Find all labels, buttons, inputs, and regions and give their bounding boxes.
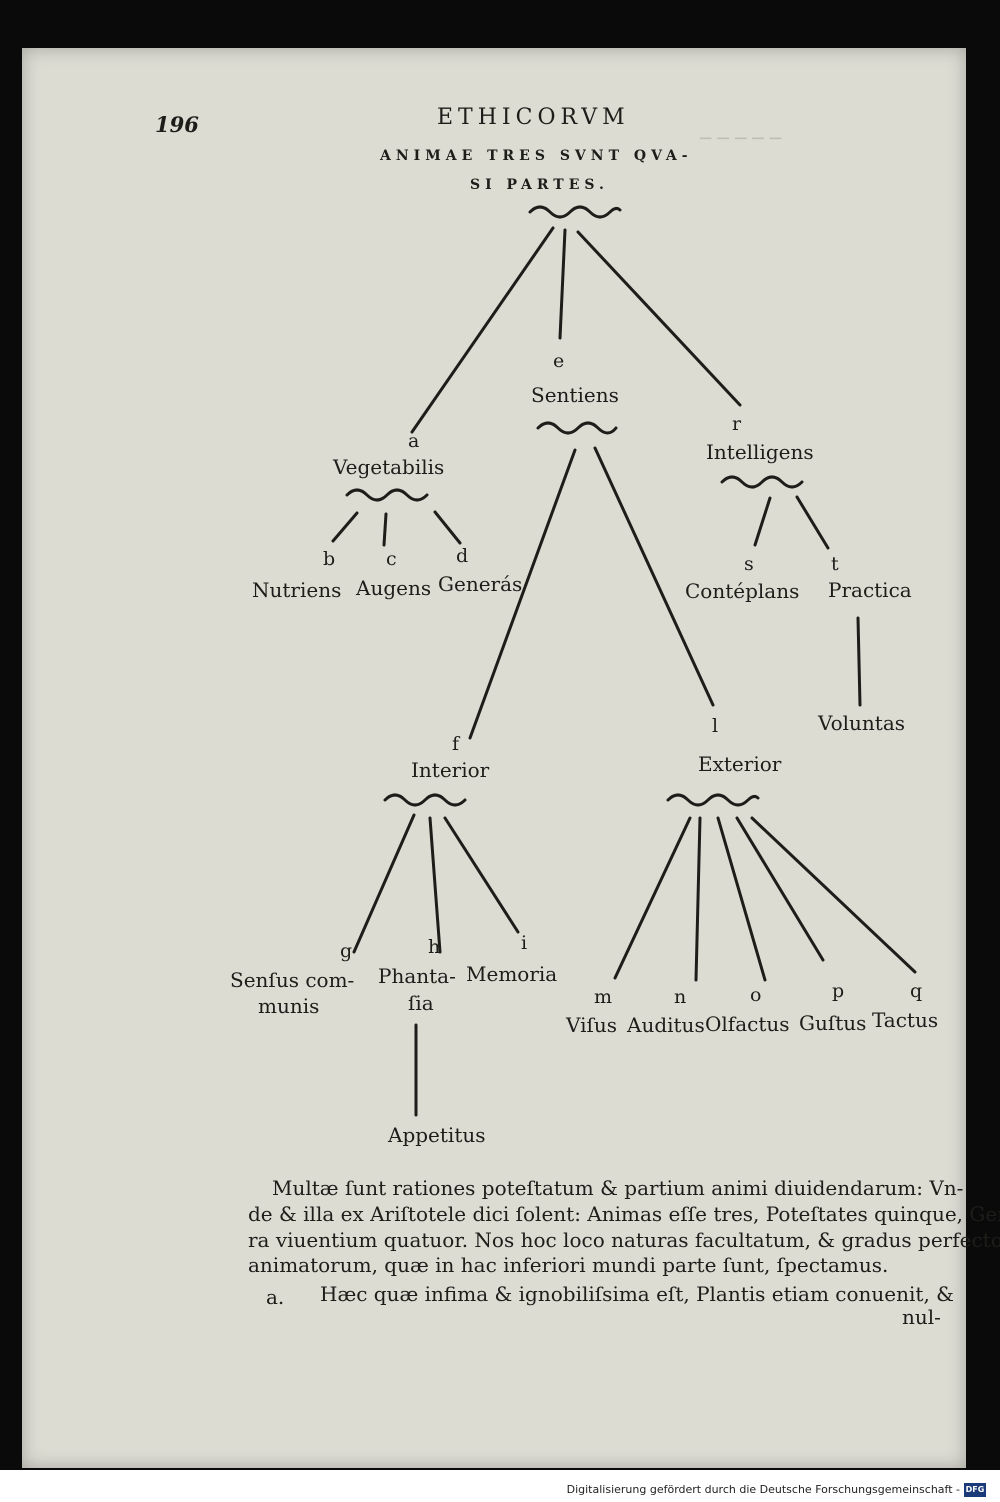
dfg-logo-icon: DFG bbox=[964, 1483, 986, 1497]
sentiens-brace bbox=[536, 421, 618, 435]
node-label-tactus: Tactus bbox=[872, 1008, 939, 1032]
page-number: 196 bbox=[155, 112, 199, 137]
vegetabilis-brace bbox=[345, 488, 429, 502]
node-label-phantasia-line2: ſia bbox=[408, 991, 434, 1015]
node-label-sensus-line2: munis bbox=[258, 994, 320, 1018]
branch-to-c bbox=[382, 512, 388, 547]
branch-to-e bbox=[558, 228, 567, 340]
node-label-conteplans: Contéplans bbox=[685, 579, 800, 603]
interior-brace bbox=[383, 793, 467, 807]
diagram-caption-line1: ANIMAE TRES SVNT QVA- bbox=[380, 148, 693, 164]
node-label-exterior: Exterior bbox=[698, 752, 782, 776]
book-page bbox=[22, 48, 966, 1468]
node-letter-q: q bbox=[910, 980, 923, 1002]
node-letter-n: n bbox=[674, 986, 687, 1008]
node-letter-r: r bbox=[732, 413, 742, 435]
branch-to-d bbox=[433, 510, 462, 545]
node-label-intelligens: Intelligens bbox=[706, 440, 814, 464]
node-label-memoria: Memoria bbox=[466, 962, 558, 986]
node-letter-f: f bbox=[452, 733, 460, 755]
node-label-phantasia-line1: Phanta- bbox=[378, 964, 456, 988]
branch-to-n bbox=[694, 816, 702, 982]
node-letter-g: g bbox=[340, 940, 353, 962]
running-head: ETHICORVM bbox=[437, 105, 630, 130]
node-letter-t: t bbox=[831, 553, 839, 575]
node-letter-c: c bbox=[386, 548, 397, 570]
node-letter-b: b bbox=[323, 548, 336, 570]
branch-to-r bbox=[576, 230, 742, 407]
node-label-practica: Practica bbox=[828, 578, 912, 602]
node-label-nutriens: Nutriens bbox=[252, 578, 342, 602]
branch-to-f bbox=[468, 448, 577, 740]
root-brace bbox=[528, 205, 622, 219]
exterior-brace bbox=[666, 793, 760, 807]
branch-to-a bbox=[410, 226, 555, 434]
diagram-caption-line2: SI PARTES. bbox=[470, 177, 609, 193]
node-label-gustus: Guſtus bbox=[799, 1011, 867, 1035]
node-label-vegetabilis: Vegetabilis bbox=[333, 455, 445, 479]
node-label-olfactus: Olfactus bbox=[705, 1012, 790, 1036]
node-label-interior: Interior bbox=[411, 758, 490, 782]
node-letter-s: s bbox=[744, 553, 754, 575]
node-label-voluntas: Voluntas bbox=[818, 711, 906, 735]
node-letter-i: i bbox=[521, 932, 528, 954]
branch-to-l bbox=[593, 446, 715, 707]
bleed-through-text: ─ ─ ─ ─ ─ bbox=[700, 128, 782, 150]
branch-to-g bbox=[352, 813, 416, 954]
branch-to-h bbox=[428, 816, 442, 954]
node-label-visus: Viſus bbox=[566, 1013, 618, 1037]
body-text-line4: animatorum, quæ in hac inferiori mundi p… bbox=[248, 1253, 889, 1277]
node-letter-a: a bbox=[408, 430, 420, 452]
node-letter-o: o bbox=[750, 984, 762, 1006]
node-letter-e: e bbox=[553, 350, 565, 372]
branch-to-b bbox=[331, 511, 359, 543]
node-label-generas: Generás bbox=[438, 572, 523, 596]
node-label-auditus: Auditus bbox=[627, 1013, 705, 1037]
branch-to-m bbox=[613, 816, 692, 980]
body-text-line5: Hæc quæ infima & ignobiliſsima eſt, Plan… bbox=[320, 1282, 954, 1306]
digitization-footer: Digitalisierung gefördert durch die Deut… bbox=[0, 1470, 1000, 1502]
branch-to-o bbox=[716, 816, 767, 982]
paragraph-marker-a: a. bbox=[266, 1285, 285, 1309]
node-label-appetitus: Appetitus bbox=[388, 1123, 486, 1147]
node-letter-d: d bbox=[456, 545, 469, 567]
body-text-line3: ra viuentium quatuor. Nos hoc loco natur… bbox=[248, 1228, 1000, 1252]
body-text-catchword: nul- bbox=[902, 1305, 941, 1329]
node-label-sentiens: Sentiens bbox=[531, 383, 619, 407]
node-letter-p: p bbox=[832, 980, 845, 1002]
node-letter-m: m bbox=[594, 986, 613, 1008]
node-label-sensus-line1: Senſus com- bbox=[230, 968, 355, 992]
branch-to-s bbox=[753, 496, 772, 547]
branch-to-i bbox=[443, 816, 520, 934]
branch-to-q bbox=[750, 816, 917, 974]
funding-credit-text: Digitalisierung gefördert durch die Deut… bbox=[566, 1483, 960, 1496]
body-text-line1: Multæ ſunt rationes poteſtatum & partium… bbox=[272, 1176, 964, 1200]
branch-to-t bbox=[795, 495, 830, 550]
node-letter-h: h bbox=[428, 936, 441, 958]
node-label-augens: Augens bbox=[356, 576, 432, 600]
node-letter-l: l bbox=[712, 715, 719, 737]
branch-to-p bbox=[735, 816, 825, 962]
intelligens-brace bbox=[720, 475, 804, 489]
body-text-line2: de & illa ex Ariſtotele dici ſolent: Ani… bbox=[248, 1202, 1000, 1226]
practica-to-voluntas bbox=[856, 616, 862, 707]
